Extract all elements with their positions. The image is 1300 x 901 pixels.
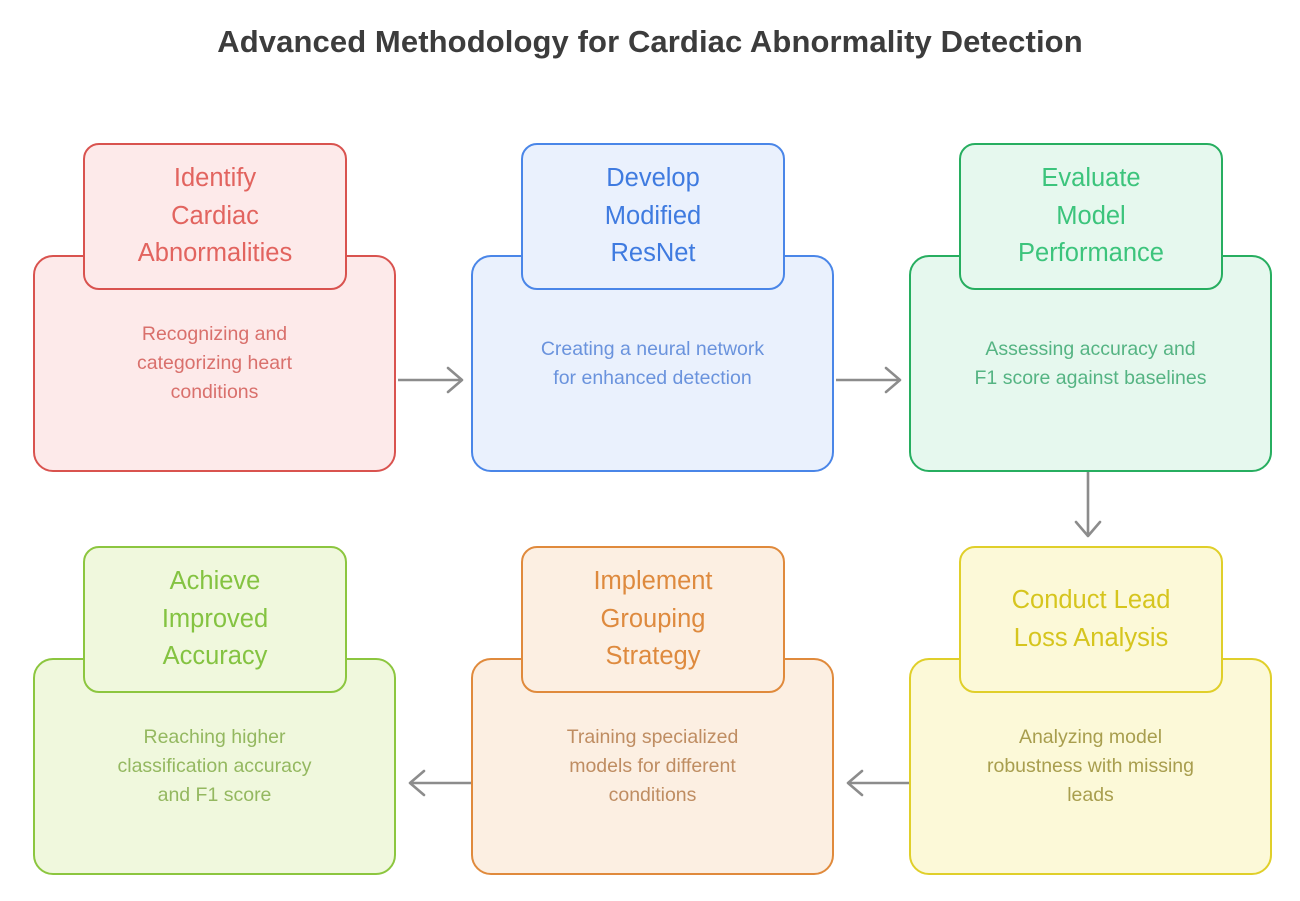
node-body-achieve-improved-accuracy[interactable]: Reaching higher classification accuracy … <box>33 658 396 875</box>
node-body-text: Assessing accuracy and F1 score against … <box>974 337 1207 389</box>
node-header-text: Conduct Lead Loss Analysis <box>1011 586 1171 652</box>
node-body-text: Training specialized models for differen… <box>566 726 739 806</box>
node-header-text: Achieve Improved Accuracy <box>161 567 269 671</box>
node-body-text: Recognizing and categorizing heart condi… <box>136 323 292 403</box>
node-header-develop-modified-resnet[interactable]: Develop Modified ResNet <box>521 143 785 290</box>
node-body-identify-cardiac-abnormalities[interactable]: Recognizing and categorizing heart condi… <box>33 255 396 472</box>
node-header-implement-grouping-strategy[interactable]: Implement Grouping Strategy <box>521 546 785 693</box>
node-header-identify-cardiac-abnormalities[interactable]: Identify Cardiac Abnormalities <box>83 143 347 290</box>
node-header-text: Evaluate Model Performance <box>1018 164 1164 268</box>
flow-node-identify-cardiac-abnormalities[interactable]: Recognizing and categorizing heart condi… <box>30 130 430 472</box>
page-title: Advanced Methodology for Cardiac Abnorma… <box>217 24 1083 59</box>
node-body-conduct-lead-loss-analysis[interactable]: Analyzing model robustness with missing … <box>909 658 1272 875</box>
arrow-develop-to-evaluate <box>836 366 902 394</box>
node-header-text: Develop Modified ResNet <box>604 164 702 268</box>
flow-node-achieve-improved-accuracy[interactable]: Reaching higher classification accuracy … <box>30 533 430 875</box>
node-header-conduct-lead-loss-analysis[interactable]: Conduct Lead Loss Analysis <box>959 546 1223 693</box>
flow-node-evaluate-model-performance[interactable]: Assessing accuracy and F1 score against … <box>906 130 1300 472</box>
node-body-develop-modified-resnet[interactable]: Creating a neural network for enhanced d… <box>471 255 834 472</box>
node-header-text: Identify Cardiac Abnormalities <box>137 164 293 268</box>
flow-node-develop-modified-resnet[interactable]: Creating a neural network for enhanced d… <box>468 130 868 472</box>
node-header-evaluate-model-performance[interactable]: Evaluate Model Performance <box>959 143 1223 290</box>
node-body-implement-grouping-strategy[interactable]: Training specialized models for differen… <box>471 658 834 875</box>
node-body-evaluate-model-performance[interactable]: Assessing accuracy and F1 score against … <box>909 255 1272 472</box>
arrow-evaluate-to-conduct <box>1074 472 1102 538</box>
node-header-text: Implement Grouping Strategy <box>593 567 713 671</box>
node-body-text: Creating a neural network for enhanced d… <box>540 337 765 389</box>
arrow-identify-to-develop <box>398 366 464 394</box>
node-body-text: Reaching higher classification accuracy … <box>117 726 312 806</box>
arrow-conduct-to-implement <box>846 769 912 797</box>
flow-node-conduct-lead-loss-analysis[interactable]: Analyzing model robustness with missing … <box>906 533 1300 875</box>
flow-node-implement-grouping-strategy[interactable]: Training specialized models for differen… <box>468 533 868 875</box>
node-body-text: Analyzing model robustness with missing … <box>987 726 1194 806</box>
node-header-achieve-improved-accuracy[interactable]: Achieve Improved Accuracy <box>83 546 347 693</box>
arrow-implement-to-achieve <box>408 769 474 797</box>
